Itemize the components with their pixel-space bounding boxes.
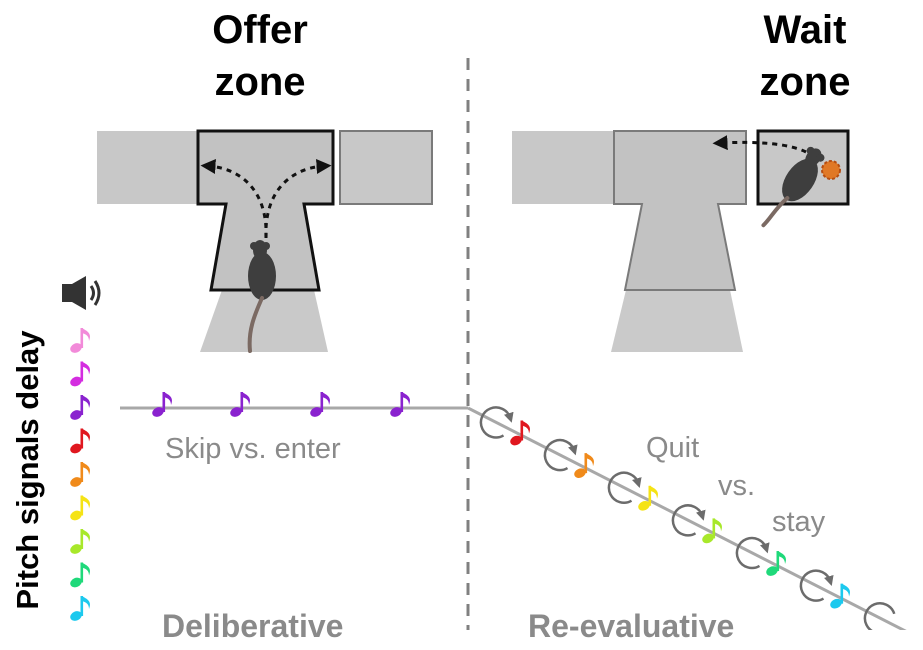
circular-arrow-icon [671, 504, 706, 537]
offer-left-arm [97, 131, 207, 204]
circular-arrow-icon [607, 471, 642, 504]
wait-corridor [611, 290, 743, 352]
offer-zone-title: Offer zone [185, 4, 335, 108]
wait-zone-title: Wait zone [730, 4, 880, 108]
wait-timeline [467, 406, 907, 630]
music-note-icon [68, 361, 91, 389]
music-note-icon [68, 462, 91, 489]
task-diagram [62, 58, 907, 630]
offer-zone-outline [196, 129, 335, 292]
music-note-icon [150, 392, 173, 419]
wait-notes [479, 406, 896, 630]
circular-arrow-icon [735, 536, 770, 570]
music-note-icon [68, 395, 91, 422]
music-note-icon [68, 328, 91, 355]
offer-title-line2: zone [214, 60, 306, 104]
speaker-icon [62, 276, 101, 310]
circular-arrow-icon [543, 438, 578, 472]
wait-center-block [613, 130, 747, 291]
music-note-icon [68, 428, 91, 456]
music-note-icon [68, 495, 91, 523]
pitch-scale [68, 328, 91, 623]
offer-title-line1: Offer [212, 8, 308, 52]
mouse-icon [247, 240, 276, 353]
music-note-icon [388, 392, 411, 419]
offer-choice-label: Skip vs. enter [165, 433, 341, 465]
enter-choice-arrow [264, 158, 332, 239]
offer-notes [150, 392, 411, 419]
music-note-icon [68, 529, 91, 556]
circular-arrow-icon [799, 569, 834, 602]
food-pellet-icon [821, 160, 841, 180]
wait-choice-quit: Quit [646, 432, 700, 464]
wait-choice-vs: vs. [718, 470, 756, 502]
wait-phase-label: Re-evaluative [528, 608, 735, 644]
wait-left-arm [512, 131, 614, 204]
wait-choice-stay: stay [772, 506, 826, 538]
mouse-icon [761, 142, 833, 228]
side-label: Pitch signals delay [10, 330, 45, 610]
music-note-icon [308, 392, 331, 419]
wait-title-line1: Wait [763, 8, 847, 52]
music-note-icon [228, 392, 251, 419]
offer-phase-label: Deliberative [162, 608, 344, 644]
wait-zone-maze [512, 129, 850, 352]
music-note-icon [68, 596, 91, 623]
music-note-icon [68, 562, 91, 590]
circular-arrow-icon [479, 406, 514, 439]
offer-corridor [200, 290, 328, 352]
offer-zone-maze [97, 129, 433, 353]
offer-right-arm [339, 130, 433, 205]
circular-arrow-icon [863, 602, 896, 630]
wait-title-line2: zone [759, 60, 851, 104]
